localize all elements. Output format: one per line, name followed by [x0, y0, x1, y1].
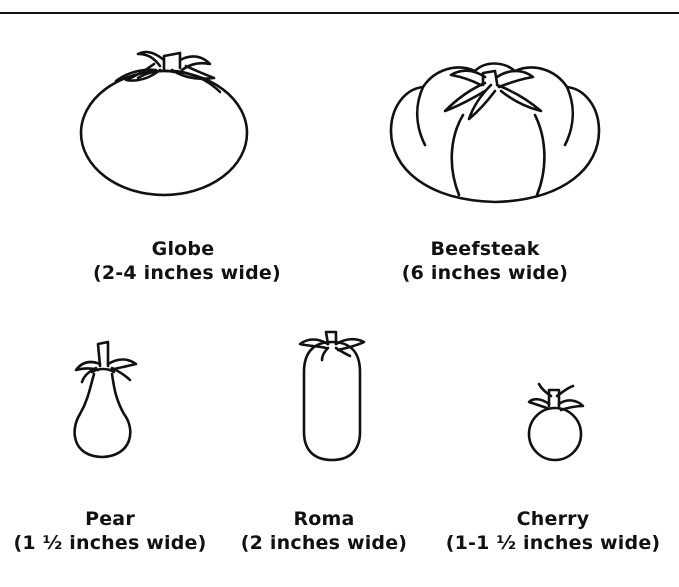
roma-caption: Roma (2 inches wide): [222, 507, 426, 555]
cherry-name: Cherry: [430, 507, 676, 531]
beefsteak-tomato-illustration: [385, 55, 605, 207]
pear-size: (1 ½ inches wide): [4, 531, 216, 555]
globe-size: (2-4 inches wide): [93, 261, 273, 285]
globe-name: Globe: [93, 237, 273, 261]
beefsteak-size: (6 inches wide): [385, 261, 585, 285]
top-divider: [0, 12, 679, 14]
pear-caption: Pear (1 ½ inches wide): [4, 507, 216, 555]
beefsteak-caption: Beefsteak (6 inches wide): [385, 237, 585, 285]
globe-caption: Globe (2-4 inches wide): [93, 237, 273, 285]
pear-tomato-illustration: [66, 338, 146, 462]
roma-size: (2 inches wide): [222, 531, 426, 555]
roma-name: Roma: [222, 507, 426, 531]
cherry-caption: Cherry (1-1 ½ inches wide): [430, 507, 676, 555]
cherry-tomato-illustration: [527, 376, 587, 464]
beefsteak-name: Beefsteak: [385, 237, 585, 261]
cherry-size: (1-1 ½ inches wide): [430, 531, 676, 555]
globe-tomato-illustration: [80, 42, 255, 202]
roma-tomato-illustration: [298, 330, 368, 464]
pear-name: Pear: [4, 507, 216, 531]
